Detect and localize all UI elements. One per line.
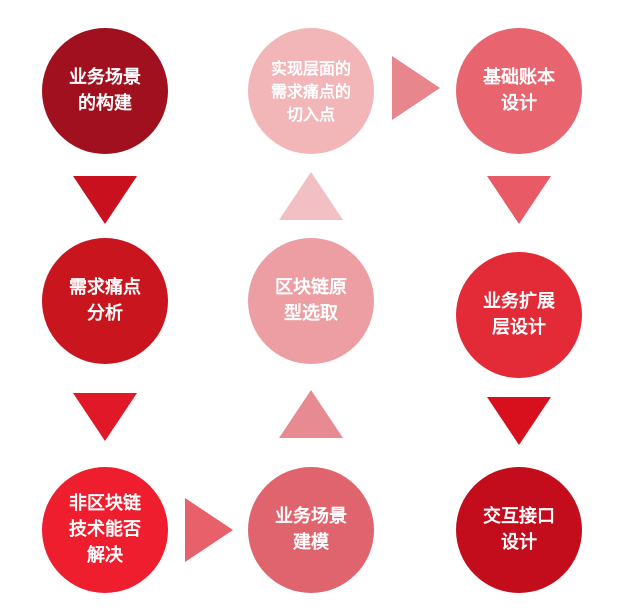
node-label: 基础账本 设计 bbox=[483, 67, 555, 114]
node-label: 区块链原 型选取 bbox=[275, 277, 347, 324]
node-base-ledger-design: 基础账本 设计 bbox=[456, 28, 582, 154]
node-label: 业务场景 的构建 bbox=[69, 67, 141, 114]
arrow-ledger-to-extension bbox=[487, 176, 551, 224]
node-scene-modeling: 业务场景 建模 bbox=[248, 467, 374, 593]
node-non-blockchain-solution: 非区块链 技术能否 解决 bbox=[42, 467, 168, 593]
node-label: 业务场景 建模 bbox=[275, 506, 347, 553]
arrow-scene-to-pain bbox=[73, 176, 137, 224]
node-implementation-entry: 实现层面的 需求痛点的 切入点 bbox=[248, 28, 374, 154]
node-label: 实现层面的 需求痛点的 切入点 bbox=[270, 58, 351, 124]
arrow-modeling-to-prototype bbox=[279, 390, 343, 438]
node-label: 需求痛点 分析 bbox=[69, 277, 141, 324]
arrow-pain-to-nonblockchain bbox=[73, 393, 137, 441]
arrow-nonblockchain-to-modeling bbox=[185, 498, 233, 562]
node-interaction-interface-design: 交互接口 设计 bbox=[456, 467, 582, 593]
arrow-entry-to-ledger bbox=[392, 56, 440, 120]
node-scene-construction: 业务场景 的构建 bbox=[42, 28, 168, 154]
node-extension-layer-design: 业务扩展 层设计 bbox=[456, 252, 582, 378]
node-label: 业务扩展 层设计 bbox=[483, 291, 555, 338]
arrow-extension-to-interface bbox=[487, 397, 551, 445]
arrow-prototype-to-entry bbox=[279, 172, 343, 220]
node-label: 非区块链 技术能否 解决 bbox=[69, 493, 141, 566]
node-label: 交互接口 设计 bbox=[483, 506, 555, 553]
node-pain-point-analysis: 需求痛点 分析 bbox=[42, 238, 168, 364]
node-prototype-selection: 区块链原 型选取 bbox=[248, 238, 374, 364]
